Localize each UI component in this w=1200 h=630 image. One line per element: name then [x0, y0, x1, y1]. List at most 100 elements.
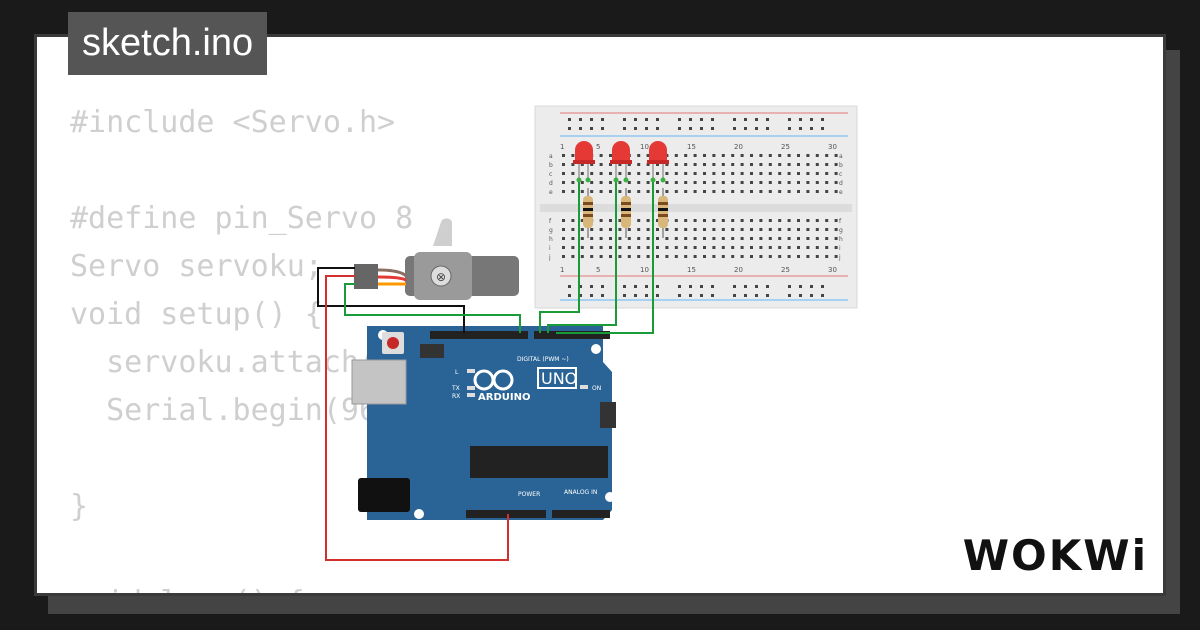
- breadboard-hole: [797, 237, 800, 240]
- breadboard-hole: [580, 237, 584, 240]
- breadboard-hole: [599, 246, 603, 249]
- breadboard-hole: [609, 181, 612, 184]
- board-model-label: UNO: [541, 369, 577, 388]
- svg-text:a: a: [549, 153, 553, 160]
- breadboard-hole: [618, 172, 622, 175]
- digital-label: DIGITAL (PWM ~): [517, 356, 569, 363]
- breadboard-hole: [693, 219, 697, 222]
- breadboard-hole: [759, 154, 763, 157]
- rail-hole: [579, 118, 582, 121]
- breadboard-hole: [674, 190, 678, 193]
- svg-text:c: c: [549, 171, 552, 178]
- breadboard[interactable]: 1 5 10 15 20 25 30 1 5 10 15 20 25 30 a …: [534, 105, 858, 309]
- breadboard-hole: [599, 163, 603, 166]
- breadboard-hole: [562, 163, 565, 166]
- servo-motor[interactable]: ⊗: [354, 218, 519, 300]
- resistor[interactable]: [583, 188, 593, 238]
- rail-hole: [568, 285, 571, 288]
- rail-hole: [634, 118, 637, 121]
- breadboard-hole: [731, 154, 735, 157]
- breadboard-hole: [580, 181, 584, 184]
- col-number: 30: [828, 143, 837, 151]
- rail-hole: [821, 118, 824, 121]
- breadboard-hole: [787, 190, 791, 193]
- breadboard-hole: [665, 172, 669, 175]
- breadboard-hole: [806, 172, 810, 175]
- power-label: POWER: [518, 491, 540, 498]
- breadboard-hole: [825, 163, 829, 166]
- wires[interactable]: [317, 267, 654, 561]
- breadboard-hole: [721, 181, 725, 184]
- rail-hole: [689, 294, 692, 297]
- rail-hole: [656, 127, 659, 130]
- breadboard-hole: [778, 246, 782, 249]
- rail-hole: [645, 285, 648, 288]
- breadboard-hole: [768, 181, 772, 184]
- breadboard-hole: [684, 154, 688, 157]
- led-red[interactable]: [610, 141, 632, 183]
- breadboard-hole: [740, 246, 744, 249]
- breadboard-wires[interactable]: [578, 182, 654, 298]
- arduino-uno-board[interactable]: UNO ARDUINO DIGITAL (PWM ~) POWER ANALOG…: [351, 326, 616, 520]
- breadboard-hole: [618, 255, 622, 258]
- breadboard-hole: [693, 163, 697, 166]
- breadboard-hole: [759, 172, 763, 175]
- rail-hole: [590, 127, 593, 130]
- breadboard-hole: [693, 255, 697, 258]
- rail-hole: [678, 285, 681, 288]
- led-red[interactable]: [647, 141, 669, 183]
- breadboard-hole: [674, 172, 678, 175]
- resistor[interactable]: [658, 188, 668, 238]
- rail-hole: [821, 127, 824, 130]
- breadboard-hole: [637, 154, 641, 157]
- breadboard-hole: [693, 228, 697, 231]
- breadboard-hole: [627, 255, 631, 258]
- breadboard-hole: [750, 181, 753, 184]
- breadboard-hole: [834, 181, 838, 184]
- svg-text:a: a: [839, 153, 843, 160]
- breadboard-hole: [759, 163, 763, 166]
- breadboard-hole: [825, 255, 829, 258]
- breadboard-hole: [815, 181, 819, 184]
- rail-hole: [689, 118, 692, 121]
- rail-hole: [810, 127, 813, 130]
- breadboard-hole: [712, 163, 716, 166]
- breadboard-hole: [778, 255, 782, 258]
- file-title-tab[interactable]: sketch.ino: [68, 12, 268, 75]
- breadboard-hole: [815, 219, 819, 222]
- breadboard-hole: [834, 190, 838, 193]
- svg-text:b: b: [839, 162, 843, 169]
- led-red[interactable]: [573, 141, 595, 183]
- reset-button-cap: [387, 337, 399, 349]
- servo-horn-icon: [430, 265, 452, 287]
- breadboard-hole: [703, 190, 706, 193]
- breadboard-hole: [684, 163, 688, 166]
- breadboard-hole: [797, 255, 800, 258]
- led-l-label: L: [455, 369, 459, 376]
- rail-hole: [799, 285, 802, 288]
- breadboard-hole: [797, 172, 800, 175]
- resistor[interactable]: [621, 188, 631, 238]
- rail-hole: [766, 294, 769, 297]
- breadboard-hole: [825, 237, 829, 240]
- breadboard-hole: [627, 181, 631, 184]
- breadboard-hole: [750, 255, 753, 258]
- rail-hole: [810, 285, 813, 288]
- rail-hole: [744, 127, 747, 130]
- breadboard-hole: [665, 163, 669, 166]
- breadboard-hole: [731, 228, 735, 231]
- breadboard-hole: [721, 246, 725, 249]
- wokwi-logo: WOKWi: [962, 531, 1148, 580]
- breadboard-hole: [637, 228, 641, 231]
- rail-hole: [634, 285, 637, 288]
- breadboard-hole: [703, 228, 706, 231]
- rail-hole: [601, 294, 604, 297]
- breadboard-hole: [693, 181, 697, 184]
- breadboard-hole: [674, 181, 678, 184]
- breadboard-hole: [646, 237, 650, 240]
- breadboard-hole: [599, 181, 603, 184]
- breadboard-hole: [637, 237, 641, 240]
- breadboard-hole: [806, 190, 810, 193]
- breadboard-hole: [759, 237, 763, 240]
- breadboard-hole: [571, 255, 575, 258]
